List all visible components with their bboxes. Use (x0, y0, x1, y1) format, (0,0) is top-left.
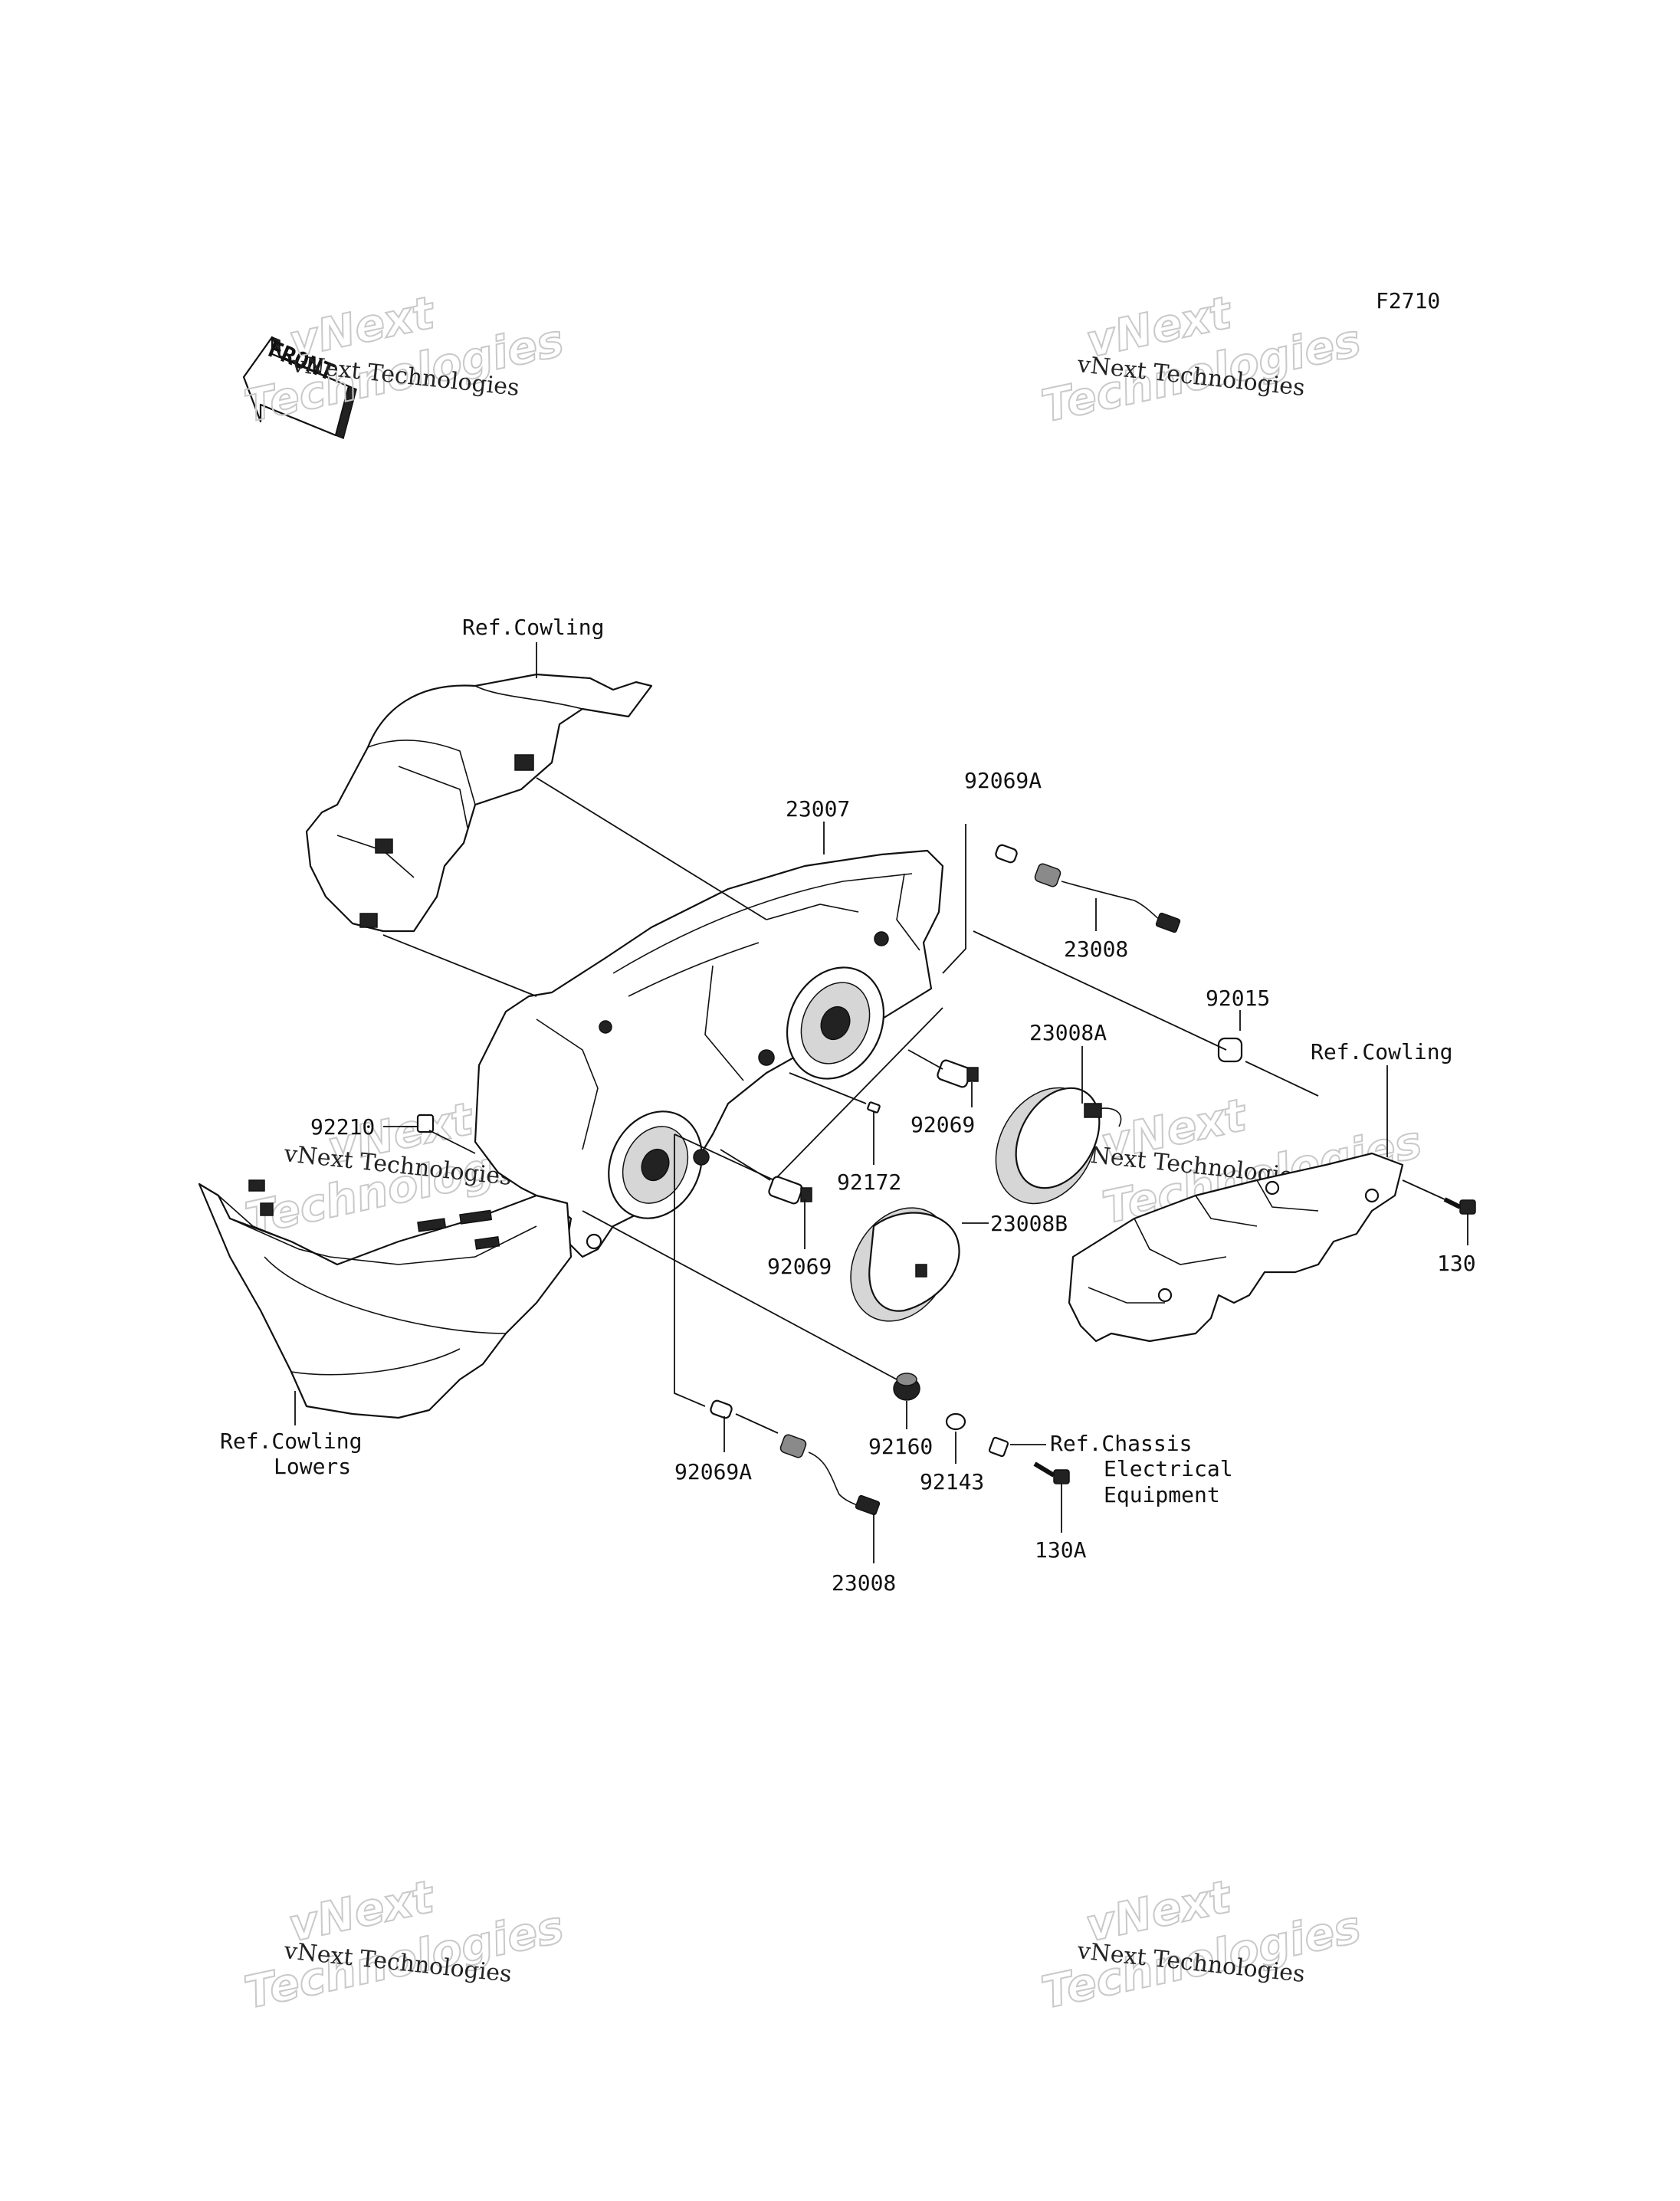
chassis-bracket-part (988, 1436, 1046, 1458)
grommet-92015-part (973, 930, 1319, 1097)
label-23008-bottom: 23008 (832, 1570, 896, 1596)
bulb-92069-right-part (907, 1049, 979, 1107)
figure-code: F2710 (1376, 288, 1440, 313)
bulb-92069A-bottom-part (674, 1134, 779, 1452)
label-92143: 92143 (920, 1469, 984, 1494)
label-23007: 23007 (786, 796, 850, 822)
label-92069-right: 92069 (911, 1112, 975, 1137)
right-cowling-part (1068, 1152, 1404, 1343)
assembly-leader-lines (382, 777, 966, 1181)
right-lens-ring (786, 966, 885, 1080)
label-ref-chassis-2: Electrical (1104, 1456, 1233, 1481)
watermark-top-right: vNext Technologies vNext Technologies (1036, 285, 1366, 433)
label-92210: 92210 (310, 1114, 375, 1140)
collar-92143-part (945, 1412, 966, 1464)
grommet-92160-part (582, 1210, 920, 1429)
label-130A: 130A (1035, 1537, 1087, 1563)
bolt-130A-part (1033, 1461, 1070, 1533)
upper-cowling-part (305, 673, 653, 933)
label-23008A: 23008A (1029, 1020, 1107, 1045)
cover-23008B-part (850, 1207, 989, 1322)
bolt-130-part (1402, 1179, 1476, 1245)
label-ref-cowling-top: Ref.Cowling (462, 615, 604, 640)
label-92069A-top: 92069A (964, 768, 1042, 793)
bulb-92069-left-part (720, 1149, 812, 1249)
socket-23008-bottom-part (779, 1434, 881, 1563)
label-92160: 92160 (868, 1434, 933, 1459)
screw-92172-part (789, 1072, 881, 1165)
watermark-bottom-left: vNext Technologies vNext Technologies (239, 1869, 569, 2019)
label-23008B: 23008B (990, 1211, 1068, 1236)
bulb-92069A-top-part (995, 844, 1018, 864)
label-ref-cowling-lowers-2: Lowers (274, 1454, 351, 1479)
headlight-assembly-part (474, 849, 944, 1258)
label-23008-top: 23008 (1064, 936, 1128, 962)
lower-cowling-part (198, 1179, 573, 1419)
left-lens-ring (608, 1110, 703, 1219)
watermark-bottom-right: vNext Technologies vNext Technologies (1036, 1869, 1366, 2019)
label-130: 130 (1437, 1251, 1476, 1276)
label-92015: 92015 (1206, 986, 1270, 1011)
label-92069A-bottom: 92069A (674, 1459, 752, 1484)
label-92172: 92172 (837, 1169, 901, 1195)
label-92069-left: 92069 (767, 1254, 832, 1279)
label-ref-chassis-1: Ref.Chassis (1050, 1431, 1192, 1456)
socket-23008-top-part (1034, 863, 1181, 933)
label-ref-cowling-right: Ref.Cowling (1311, 1039, 1452, 1064)
cover-23008A-part (995, 1046, 1122, 1205)
label-ref-chassis-3: Equipment (1104, 1482, 1220, 1507)
label-ref-cowling-lowers-1: Ref.Cowling (220, 1429, 362, 1454)
